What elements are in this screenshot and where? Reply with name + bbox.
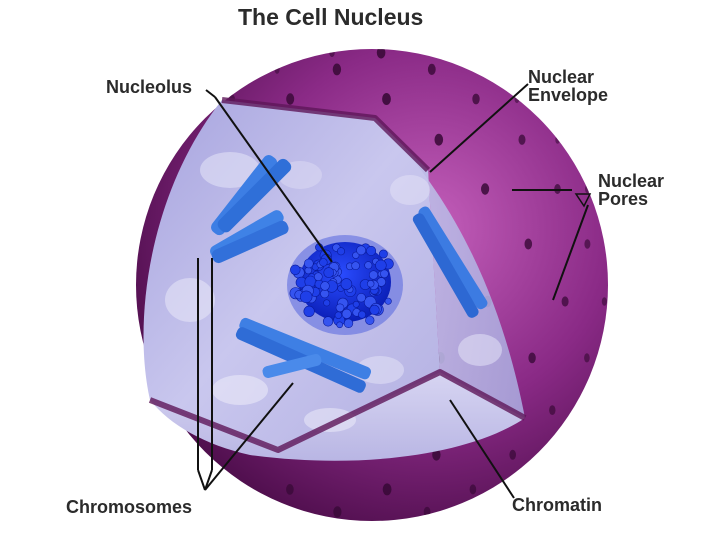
nucleolus-granule [367, 280, 374, 287]
nucleolus-granule [314, 273, 322, 281]
nucleolus-granule [366, 316, 375, 325]
diagram-title: The Cell Nucleus [238, 6, 423, 29]
nucleolus-granule [342, 309, 351, 318]
nuclear-pore [481, 183, 489, 194]
nuclear-pore [549, 405, 555, 415]
nuclear-pore [286, 93, 294, 104]
nucleolus-granule [385, 298, 391, 304]
nuclear-pore [333, 506, 341, 517]
label-chromatin: Chromatin [512, 496, 602, 514]
nucleolus-granule [323, 317, 333, 327]
nucleolus-granule [380, 270, 388, 278]
nucleolus-granule [320, 259, 328, 267]
nucleolus-granule [365, 262, 372, 269]
nuclear-pore [286, 484, 294, 495]
nucleolus-granule [379, 250, 387, 258]
label-nuclear-envelope-line1: Nuclear [528, 68, 608, 86]
nuclear-pore [584, 239, 590, 249]
nuclear-pore [555, 136, 560, 144]
nucleus-sphere [136, 47, 608, 521]
nucleolus-granule [321, 282, 330, 291]
label-nuclear-envelope: Nuclear Envelope [528, 68, 608, 104]
nuclear-pore [509, 450, 516, 460]
nuclear-pore [562, 296, 569, 306]
nucleolus-granule [337, 248, 344, 255]
nucleolus-granule [357, 246, 366, 255]
chromosomes-leader-c [198, 470, 205, 490]
nucleolus-granule [337, 322, 343, 328]
nucleolus-granule [366, 246, 375, 255]
nucleolus-granule [304, 306, 315, 317]
nucleolus-granule [335, 312, 342, 319]
nuclear-pore [470, 484, 477, 494]
nuclear-pore [382, 93, 391, 105]
nuclear-pore [435, 134, 444, 146]
nucleolus-granule [376, 260, 387, 271]
nuclear-pore [519, 135, 526, 145]
nucleolus-granule [304, 259, 313, 268]
nucleolus-granule [353, 301, 359, 307]
nuclear-pore [424, 507, 431, 517]
nucleolus-granule [357, 293, 366, 302]
nuclear-pore [329, 48, 334, 57]
nucleolus-granule [352, 262, 360, 270]
nucleolus-granule [344, 319, 353, 328]
label-nucleolus: Nucleolus [106, 78, 192, 96]
nuclear-pore [602, 297, 607, 306]
nucleolus-granule [290, 265, 300, 275]
label-nuclear-pores: Nuclear Pores [598, 172, 664, 208]
nuclear-pore [584, 353, 590, 362]
nuclear-pore [333, 64, 341, 76]
nuclear-pore [528, 353, 535, 364]
nuclear-pore [585, 185, 590, 193]
nucleolus-granule [341, 279, 352, 290]
nuclear-pore [525, 239, 533, 250]
label-nuclear-envelope-line2: Envelope [528, 86, 608, 104]
nucleolus-granule [370, 305, 380, 315]
label-nuclear-pores-line2: Pores [598, 190, 664, 208]
label-chromosomes: Chromosomes [66, 498, 192, 516]
nuclear-pore [472, 94, 479, 105]
nuclear-pore [377, 47, 386, 59]
nucleolus-granule [321, 290, 329, 298]
label-nuclear-pores-line1: Nuclear [598, 172, 664, 190]
nucleolus-granule [369, 271, 378, 280]
nucleolus-granule [358, 311, 365, 318]
nuclear-pore [428, 64, 436, 75]
nucleolus-granule [324, 268, 334, 278]
nuclear-pore [275, 65, 280, 74]
nucleolus [287, 235, 403, 335]
nuclear-pore [383, 483, 392, 495]
nucleolus-granule [324, 300, 330, 306]
nucleolus-granule [336, 304, 344, 312]
nucleolus-leader [206, 90, 215, 97]
nucleolus-granule [300, 291, 312, 303]
